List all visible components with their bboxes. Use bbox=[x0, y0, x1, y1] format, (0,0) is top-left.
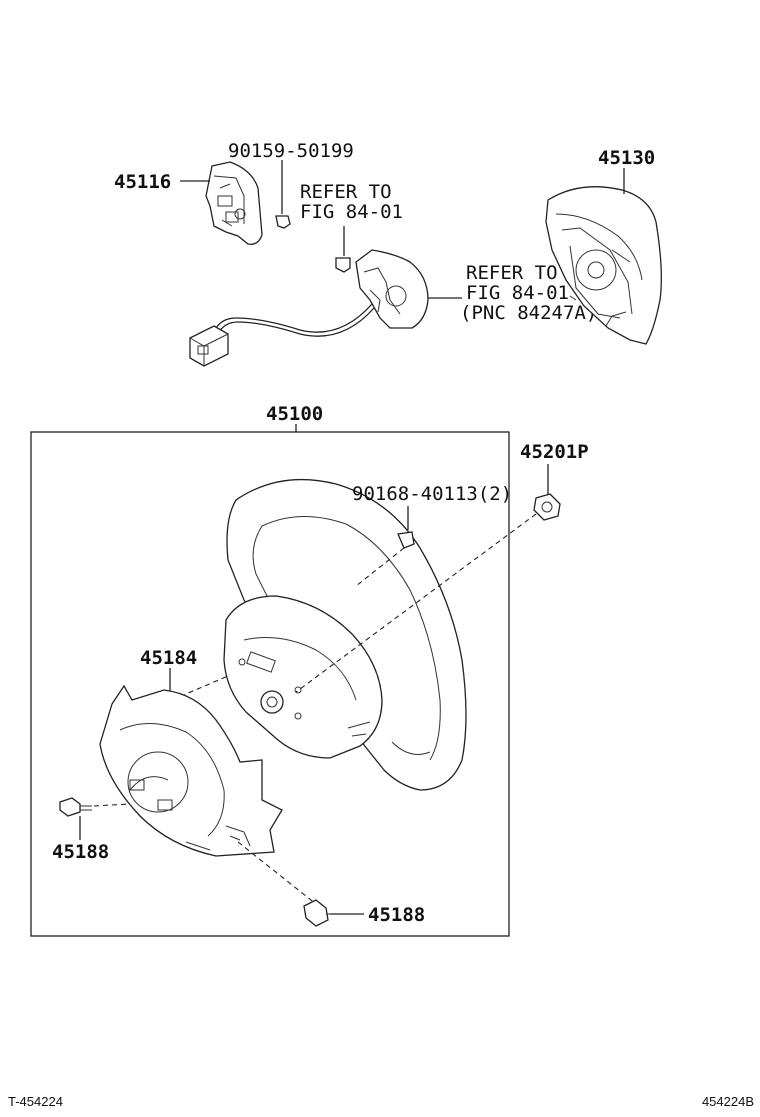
horn-pad-45130 bbox=[545, 186, 662, 345]
refer2-line1: REFER TO bbox=[466, 262, 558, 284]
nut-45201P bbox=[533, 493, 561, 521]
dash-45201P bbox=[295, 513, 537, 693]
screw-90168 bbox=[397, 531, 415, 549]
label-45188-bottom: 45188 bbox=[368, 904, 425, 926]
screw-45188-bottom bbox=[303, 899, 340, 927]
switch-cover-45116 bbox=[205, 161, 263, 245]
screw-90159 bbox=[275, 215, 291, 229]
screw-refer1 bbox=[335, 257, 351, 273]
steering-wheel bbox=[223, 478, 467, 791]
dash-45188-left bbox=[93, 803, 131, 807]
dash-90168 bbox=[355, 547, 405, 587]
label-45100: 45100 bbox=[266, 403, 323, 425]
label-90168: 90168-40113(2) bbox=[352, 483, 512, 505]
assembly-frame-45100 bbox=[30, 431, 510, 937]
dash-45188-bottom bbox=[237, 841, 317, 905]
label-45130: 45130 bbox=[598, 147, 655, 169]
refer1-line1: REFER TO bbox=[300, 181, 392, 203]
refer2-line2: FIG 84-01 bbox=[466, 282, 569, 304]
label-45184: 45184 bbox=[140, 647, 197, 669]
footer-right-code: 454224B bbox=[702, 1094, 754, 1109]
screw-45188-left bbox=[59, 797, 92, 817]
label-45188-left: 45188 bbox=[52, 841, 109, 863]
footer-left-code: T-454224 bbox=[8, 1094, 63, 1109]
refer1-line2: FIG 84-01 bbox=[300, 201, 403, 223]
rear-cover-45184 bbox=[99, 684, 283, 857]
label-45116: 45116 bbox=[114, 171, 171, 193]
label-90159: 90159-50199 bbox=[228, 140, 354, 162]
refer2-line3: (PNC 84247A) bbox=[460, 302, 597, 324]
label-45201P: 45201P bbox=[520, 441, 589, 463]
steering-switch-assembly bbox=[189, 249, 429, 367]
